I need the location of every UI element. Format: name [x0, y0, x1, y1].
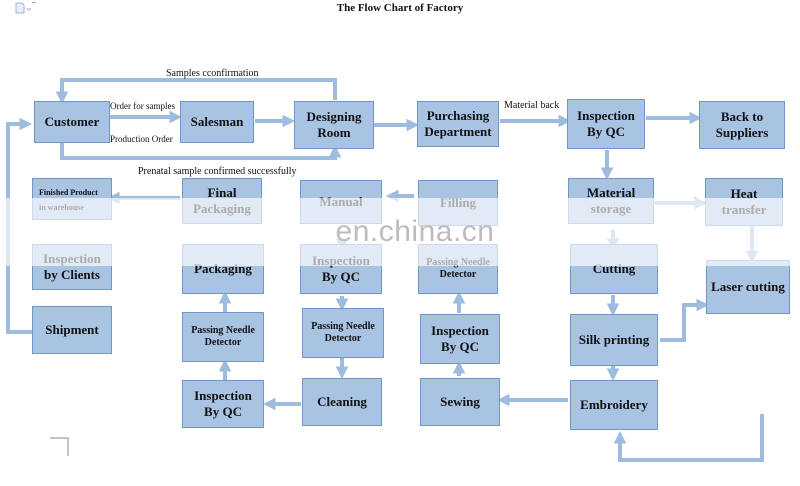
node-passing-needle-detector-2: Passing Needle Detector [302, 308, 384, 358]
label-production-order: Production Order [110, 134, 173, 144]
node-designing-room: Designing Room [294, 101, 374, 149]
chart-title: The Flow Chart of Factory [336, 2, 464, 14]
node-salesman: Salesman [180, 101, 254, 143]
watermark-text: en.china.cn [335, 215, 495, 248]
node-silk-printing: Silk printing [570, 314, 658, 366]
label-prenatal-confirmed: Prenatal sample confirmed successfully [138, 166, 297, 177]
node-inspection-qc-3: Inspection By QC [420, 314, 500, 364]
node-customer: Customer [34, 101, 110, 143]
node-cleaning: Cleaning [302, 378, 382, 426]
node-inspection-qc-1: Inspection By QC [567, 99, 645, 149]
node-embroidery: Embroidery [570, 380, 658, 430]
edge-production-order [60, 143, 342, 160]
node-shipment: Shipment [32, 306, 112, 354]
node-back-to-suppliers: Back to Suppliers [699, 101, 785, 149]
label-material-back: Material back [504, 100, 560, 111]
edge-silk-laser [660, 298, 710, 342]
edge-embroidery-loop [613, 414, 764, 462]
label-samples-confirmation: Samples cconfirmation [166, 68, 259, 79]
node-purchasing-department: Purchasing Department [417, 101, 499, 147]
node-passing-needle-detector-1: Passing Needle Detector [182, 312, 264, 362]
node-inspection-qc-4: Inspection By QC [182, 380, 264, 428]
edge-samples-confirmation [55, 78, 337, 105]
node-laser-cutting: Laser cutting [706, 260, 790, 314]
watermark-band: en.china.cn [0, 198, 800, 266]
node-sewing: Sewing [420, 378, 500, 426]
document-icon [14, 2, 36, 14]
label-order-for-samples: Order for samples [110, 101, 175, 111]
